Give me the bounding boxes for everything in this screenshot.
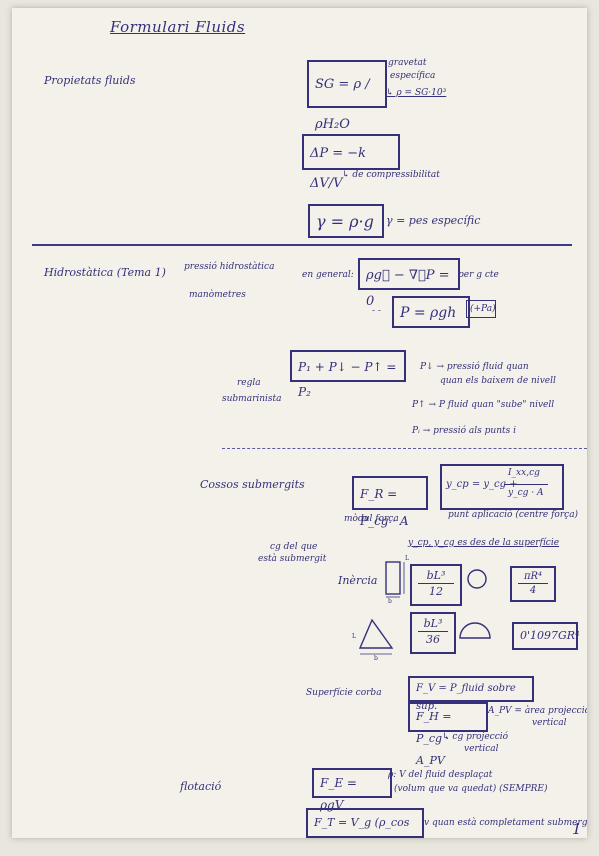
pa-box: (+Pa) bbox=[466, 300, 496, 318]
formula-fv-box: F_V = P_fluid sobre sup. bbox=[408, 676, 534, 712]
section-divider-1 bbox=[32, 244, 572, 246]
label-manometres: manòmetres bbox=[189, 290, 246, 300]
page-number: 1 bbox=[572, 820, 582, 838]
section-heading-hidrostatica: Hidrostàtica (Tema 1) bbox=[44, 266, 166, 279]
svg-text:b: b bbox=[388, 598, 392, 605]
triangle-inertia-den: 36 bbox=[426, 633, 440, 646]
label-pa: (+Pa) bbox=[470, 304, 496, 314]
note-pi: Pᵢ → pressió als punts i bbox=[412, 426, 516, 436]
circle-inertia-box: πR⁴ 4 bbox=[510, 566, 556, 602]
label-regla: regla bbox=[237, 378, 261, 388]
triangle-figure: b L bbox=[352, 618, 394, 662]
formula-sum-box: P₁ + P↓ − P↑ = P₂ bbox=[290, 350, 406, 399]
label-ref-superficie: y_cp, y_cg es des de la superfície bbox=[408, 538, 560, 548]
formula-fh: F_H = P_cg · A_PV bbox=[416, 710, 452, 767]
dp-note: ↳ de compressibilitat bbox=[342, 170, 440, 180]
formula-ycp-num: I_xx,cg bbox=[508, 468, 540, 478]
gamma-note: γ = pes específic bbox=[386, 214, 481, 227]
rect-inertia-box: bL³ 12 bbox=[410, 564, 462, 606]
svg-text:L: L bbox=[405, 555, 409, 562]
section-heading-propietats: Propietats fluids bbox=[44, 74, 136, 87]
formula-ycp-den: y_cg · A bbox=[508, 488, 544, 498]
label-cg-del-que: cg del que bbox=[270, 542, 318, 552]
label-submarinista: submarinista bbox=[222, 394, 282, 404]
label-modul-forca: mòdul força bbox=[344, 514, 399, 524]
formula-p-box: P = ρgh bbox=[392, 296, 470, 328]
svg-text:L: L bbox=[352, 633, 356, 640]
dots: - - bbox=[372, 306, 381, 316]
section-divider-2 bbox=[222, 448, 587, 449]
semicircle-inertia-box: 0'1097GR⁴ bbox=[512, 622, 580, 650]
label-inercia: Inèrcia bbox=[338, 574, 378, 587]
formula-fr-box: F_R = P_cg · A bbox=[352, 476, 428, 528]
fe-note-2: (volum que va quedat) (SEMPRE) bbox=[394, 784, 548, 794]
label-per-gcte: per g cte bbox=[458, 270, 499, 280]
circle-figure bbox=[467, 569, 487, 589]
cg-projeccio-vertical: vertical bbox=[464, 744, 499, 754]
page-title: Formulari Fluids bbox=[110, 18, 246, 36]
fe-note-1: ρ: V del fluid desplaçat bbox=[388, 770, 493, 780]
label-punt-aplicacio: punt aplicació (centre força) bbox=[448, 510, 579, 520]
section-heading-cossos: Cossos submergits bbox=[200, 478, 305, 491]
rectangle-figure: b L bbox=[385, 555, 409, 605]
triangle-inertia-box: bL³ 36 bbox=[410, 612, 456, 654]
label-superficie-corba: Superfície corba bbox=[306, 688, 382, 698]
sg-note-especifica: específica bbox=[390, 71, 436, 81]
formula-dp-box: ΔP = −k ΔV/V bbox=[302, 134, 400, 191]
semicircle-inertia: 0'1097GR⁴ bbox=[520, 629, 580, 642]
note-pup: P↑ → P fluid quan "sube" nivell bbox=[412, 400, 555, 410]
label-pressio-hidrostatica: pressió hidrostàtica bbox=[184, 262, 275, 272]
formula-ft-box: F_T = V_g (ρ_cos − ρ_fl) bbox=[306, 808, 424, 838]
ft-note: v quan està completament submergit bbox=[424, 818, 587, 828]
note-pdown-2: quan els baixem de nivell bbox=[440, 376, 556, 386]
triangle-inertia-num: bL³ bbox=[418, 616, 448, 632]
formula-general-box: ρg⃗ − ∇⃗P = 0 bbox=[358, 258, 460, 309]
cg-projeccio: ↳ cg projecció bbox=[442, 732, 509, 742]
circle-inertia-num: πR⁴ bbox=[518, 570, 548, 584]
sg-note-gravetat: gravetat bbox=[388, 58, 427, 68]
formula-fv: F_V = P_fluid sobre sup. bbox=[416, 683, 516, 712]
formula-ft: F_T = V_g (ρ_cos − ρ_fl) bbox=[314, 816, 410, 829]
formula-fh-box: F_H = P_cg · A_PV bbox=[408, 702, 488, 767]
formula-gamma: γ = ρ·g bbox=[316, 212, 374, 231]
formula-fe-box: F_E = ρgV bbox=[312, 768, 392, 812]
rect-inertia-den: 12 bbox=[429, 585, 443, 598]
formula-sg: SG = ρ / ρH₂O bbox=[315, 77, 370, 132]
formula-gamma-box: γ = ρ·g bbox=[308, 204, 384, 238]
formula-p: P = ρgh bbox=[400, 305, 457, 321]
formula-fr: F_R = P_cg · A bbox=[360, 487, 409, 528]
rect-inertia-num: bL³ bbox=[418, 568, 454, 584]
formula-ycp-bar bbox=[504, 484, 548, 485]
formula-sum: P₁ + P↓ − P↑ = P₂ bbox=[298, 360, 397, 399]
circle-inertia-den: 4 bbox=[529, 585, 537, 596]
formula-fe: F_E = ρgV bbox=[320, 776, 357, 812]
sg-note-rho: ↳ ρ = SG·10³ bbox=[386, 88, 447, 98]
note-pdown: P↓ → pressió fluid quan bbox=[420, 362, 529, 372]
notebook-page: Formulari Fluids Propietats fluids SG = … bbox=[12, 8, 587, 838]
svg-text:b: b bbox=[374, 655, 378, 662]
label-esta-submergit: està submergit bbox=[258, 554, 327, 564]
label-en-general: en general: bbox=[302, 270, 354, 280]
formula-sg-box: SG = ρ / ρH₂O bbox=[307, 60, 387, 132]
formula-ycp-box: y_cp = y_cg + I_xx,cg y_cg · A bbox=[440, 464, 564, 510]
fh-note-area: A_PV = àrea projecció bbox=[488, 706, 587, 716]
formula-dp: ΔP = −k ΔV/V bbox=[310, 146, 367, 191]
semicircle-figure bbox=[459, 622, 491, 639]
fh-note-vertical: vertical bbox=[532, 718, 567, 728]
formula-general: ρg⃗ − ∇⃗P = 0 bbox=[366, 268, 450, 309]
section-heading-flotacio: flotació bbox=[180, 780, 222, 793]
formula-ycp-lhs: y_cp = y_cg + bbox=[446, 479, 518, 490]
